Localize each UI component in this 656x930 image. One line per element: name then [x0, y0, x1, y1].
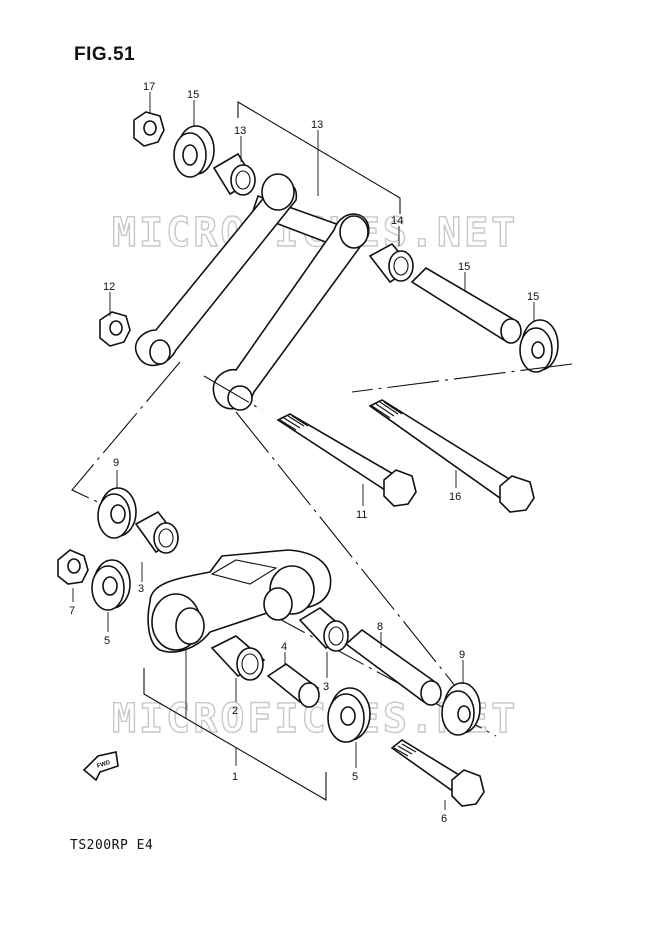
callout-2: 2	[232, 705, 238, 717]
callout-12: 13	[311, 119, 323, 131]
callout-9-left: 9	[113, 457, 119, 469]
callout-5-bottom: 5	[352, 771, 358, 783]
link-arm-right	[212, 213, 370, 411]
bolt-6	[390, 739, 485, 807]
bearing-3-right	[298, 607, 350, 652]
washer-15-upper	[173, 125, 215, 178]
leader-lines	[72, 92, 535, 810]
nut-11	[99, 311, 131, 347]
figure-title: FIG.51	[74, 44, 136, 65]
callout-3-right: 3	[323, 681, 329, 693]
nut-7	[57, 549, 89, 585]
washer-5-left	[91, 559, 131, 611]
bolt-16	[368, 399, 535, 513]
spacer-14	[410, 266, 522, 344]
cushion-lever-1	[147, 549, 332, 653]
callout-15-upper: 15	[187, 89, 199, 101]
callout-13-upper: 13	[234, 125, 246, 137]
bracket-lower	[143, 668, 327, 801]
bearing-13-lower	[368, 242, 414, 284]
callout-17: 17	[143, 81, 155, 93]
bearing-3-left	[134, 510, 180, 554]
callout-9-right: 9	[459, 649, 465, 661]
callout-13-lower: 14	[391, 215, 403, 227]
callout-8: 8	[377, 621, 383, 633]
callout-10: 11	[356, 509, 367, 521]
callout-4: 4	[281, 641, 287, 653]
bolt-10	[276, 413, 417, 507]
callout-15-right: 15	[527, 291, 539, 303]
bearing-2	[210, 635, 266, 681]
washer-9-right	[441, 682, 481, 736]
callout-6: 6	[441, 813, 447, 825]
fwd-arrow-icon: FWD	[82, 751, 119, 782]
callout-5-left: 5	[104, 635, 110, 647]
bracket-upper	[237, 101, 401, 214]
callout-7: 7	[69, 605, 75, 617]
callout-11: 12	[103, 281, 115, 293]
washer-9-left	[97, 487, 137, 539]
washer-5-bottom	[327, 687, 371, 743]
model-code: TS200RP E4	[70, 838, 154, 853]
link-arm-left	[134, 173, 297, 367]
bearing-13-upper	[212, 152, 256, 196]
callout-3-left: 3	[138, 583, 144, 595]
fwd-label: FWD	[96, 760, 111, 770]
spacer-4	[266, 663, 320, 708]
callout-1: 1	[232, 771, 238, 783]
nut-17	[133, 111, 165, 147]
callout-16: 16	[449, 491, 461, 503]
spacer-8	[344, 628, 442, 706]
washer-15-right	[519, 319, 559, 373]
callout-14: 15	[458, 261, 470, 273]
